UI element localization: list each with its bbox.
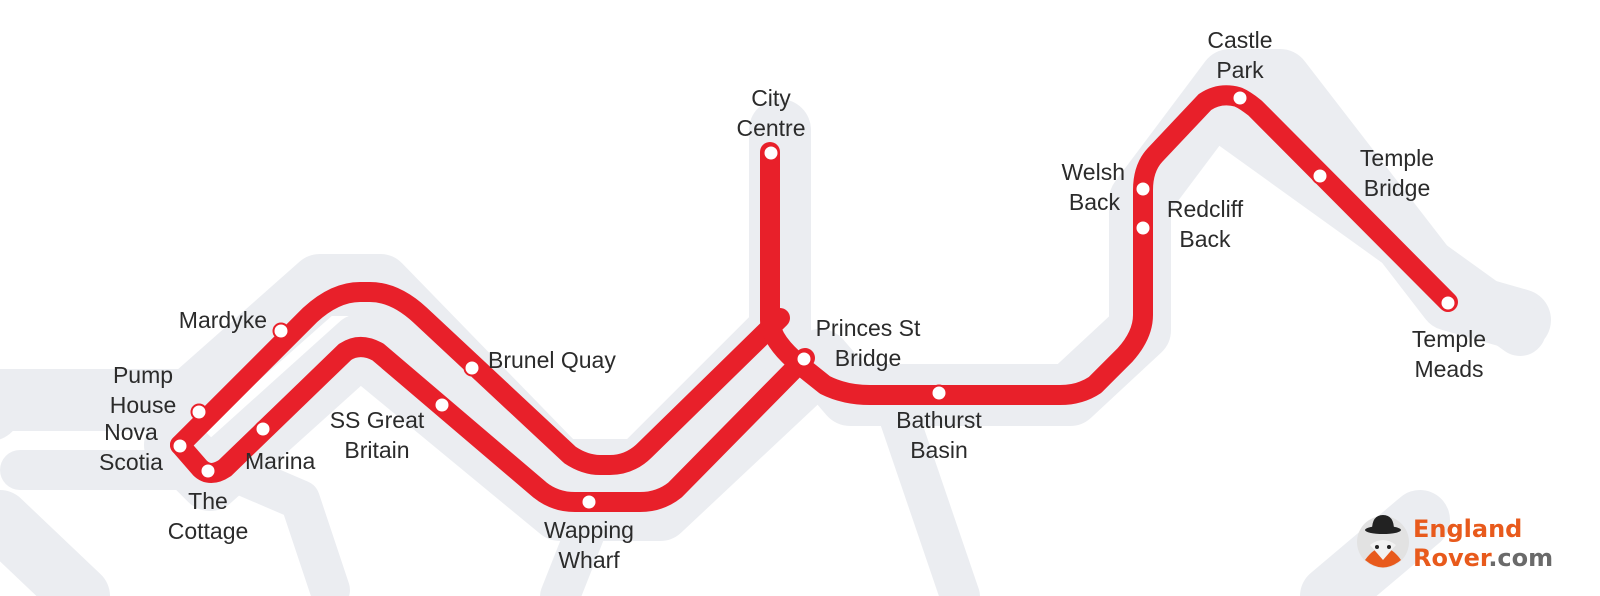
label-line: Princes St <box>816 315 921 341</box>
label-line: The <box>188 488 228 514</box>
stop-temple-meads <box>1439 294 1457 312</box>
label-line: Wapping <box>544 517 634 543</box>
stop-ss-great-britain <box>433 396 451 414</box>
stop-nova-scotia <box>171 437 189 455</box>
label-line: Bathurst <box>896 407 982 433</box>
stop-wapping-wharf <box>580 493 598 511</box>
station-stops <box>171 89 1457 511</box>
label-line: Pump <box>113 362 173 388</box>
stop-bathurst-basin <box>930 384 948 402</box>
brand-name-line2: Rover.com <box>1413 544 1553 572</box>
label-line: House <box>110 392 176 418</box>
route-north-loop <box>170 282 790 475</box>
stop-temple-bridge <box>1311 167 1329 185</box>
label-line: Park <box>1216 57 1264 83</box>
label-line: Bridge <box>835 345 901 371</box>
label-line: Temple <box>1360 145 1434 171</box>
label-brunel-quay: Brunel Quay <box>488 347 616 373</box>
stop-redcliff-back <box>1134 219 1152 237</box>
label-line: Scotia <box>99 449 163 475</box>
brand-logo[interactable]: England Rover.com <box>1357 515 1553 572</box>
label-line: Nova <box>104 419 158 445</box>
label-line: Britain <box>344 437 409 463</box>
stop-marina <box>254 420 272 438</box>
label-line: Temple <box>1412 326 1486 352</box>
label-line: Back <box>1179 226 1231 252</box>
label-line: Cottage <box>168 518 249 544</box>
stop-princes-st-bridge <box>795 350 813 368</box>
label-line: Wharf <box>558 547 620 573</box>
label-line: Centre <box>736 115 805 141</box>
label-marina: Marina <box>245 448 316 474</box>
label-line: Marina <box>245 448 316 474</box>
stop-welsh-back <box>1134 180 1152 198</box>
label-line: Welsh <box>1062 159 1126 185</box>
stop-mardyke <box>272 322 290 340</box>
label-line: Mardyke <box>179 307 267 333</box>
label-line: Redcliff <box>1167 196 1244 222</box>
label-princes-st-bridge: Princes St Bridge <box>816 315 921 371</box>
label-line: City <box>751 85 791 111</box>
fox-with-bowler-hat-icon <box>1357 515 1409 568</box>
label-line: Basin <box>910 437 968 463</box>
brand-name-line1: England <box>1413 515 1522 543</box>
label-line: Bridge <box>1364 175 1430 201</box>
stop-the-cottage <box>199 462 217 480</box>
label-line: SS Great <box>330 407 425 433</box>
brand-name-main: Rover <box>1413 544 1492 572</box>
stop-pump-house <box>190 403 208 421</box>
label-line: Meads <box>1414 356 1483 382</box>
label-line: Brunel Quay <box>488 347 616 373</box>
stop-brunel-quay <box>463 359 481 377</box>
brand-name-suffix: .com <box>1488 544 1553 572</box>
stop-city-centre <box>762 144 780 162</box>
label-mardyke: Mardyke <box>179 307 267 333</box>
label-line: Back <box>1069 189 1121 215</box>
stop-castle-park <box>1231 89 1249 107</box>
label-line: Castle <box>1207 27 1272 53</box>
